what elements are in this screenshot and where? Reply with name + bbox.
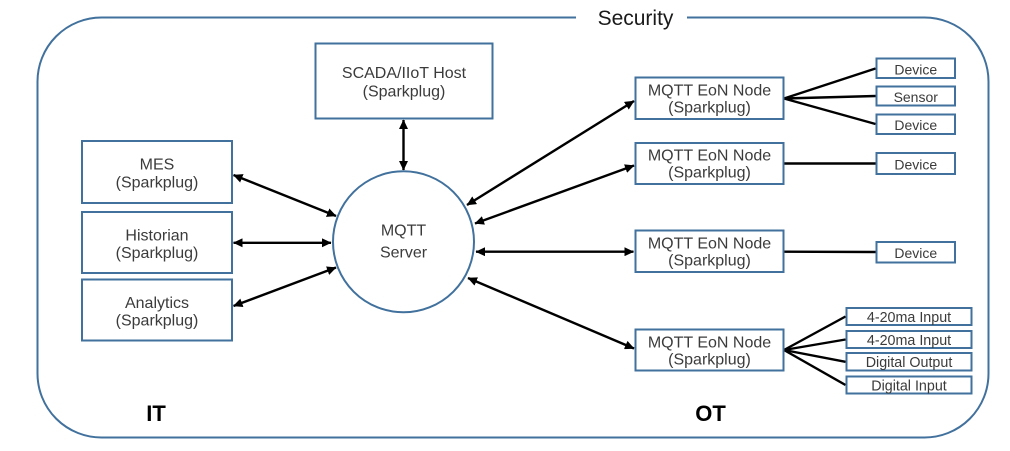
- svg-text:(Sparkplug): (Sparkplug): [116, 245, 199, 262]
- svg-text:4-20ma Input: 4-20ma Input: [867, 310, 951, 326]
- svg-text:MQTT EoN Node: MQTT EoN Node: [648, 335, 771, 352]
- svg-text:Server: Server: [380, 245, 428, 262]
- svg-text:Device: Device: [894, 157, 937, 173]
- svg-text:MES: MES: [140, 157, 175, 174]
- svg-text:Historian: Historian: [125, 228, 188, 245]
- svg-text:(Sparkplug): (Sparkplug): [668, 100, 751, 117]
- svg-text:MQTT: MQTT: [381, 223, 427, 240]
- svg-text:Digital Output: Digital Output: [866, 355, 953, 371]
- svg-text:(Sparkplug): (Sparkplug): [363, 84, 446, 101]
- svg-text:(Sparkplug): (Sparkplug): [668, 253, 751, 270]
- svg-text:Device: Device: [894, 245, 937, 261]
- svg-text:Analytics: Analytics: [125, 295, 189, 312]
- svg-text:Device: Device: [894, 117, 937, 133]
- svg-text:MQTT EoN Node: MQTT EoN Node: [648, 236, 771, 253]
- svg-text:IT: IT: [146, 401, 166, 426]
- svg-text:SCADA/IIoT Host: SCADA/IIoT Host: [342, 65, 467, 82]
- svg-text:(Sparkplug): (Sparkplug): [116, 313, 199, 330]
- svg-text:Digital Input: Digital Input: [871, 379, 947, 395]
- svg-text:MQTT EoN Node: MQTT EoN Node: [648, 148, 771, 165]
- svg-text:Sensor: Sensor: [894, 89, 939, 105]
- svg-text:(Sparkplug): (Sparkplug): [668, 352, 751, 369]
- svg-text:OT: OT: [695, 401, 726, 426]
- svg-text:Security: Security: [598, 7, 674, 30]
- svg-text:(Sparkplug): (Sparkplug): [668, 165, 751, 182]
- svg-text:4-20ma Input: 4-20ma Input: [867, 333, 951, 349]
- svg-text:Device: Device: [894, 62, 937, 78]
- svg-text:MQTT EoN Node: MQTT EoN Node: [648, 83, 771, 100]
- svg-text:(Sparkplug): (Sparkplug): [116, 175, 199, 192]
